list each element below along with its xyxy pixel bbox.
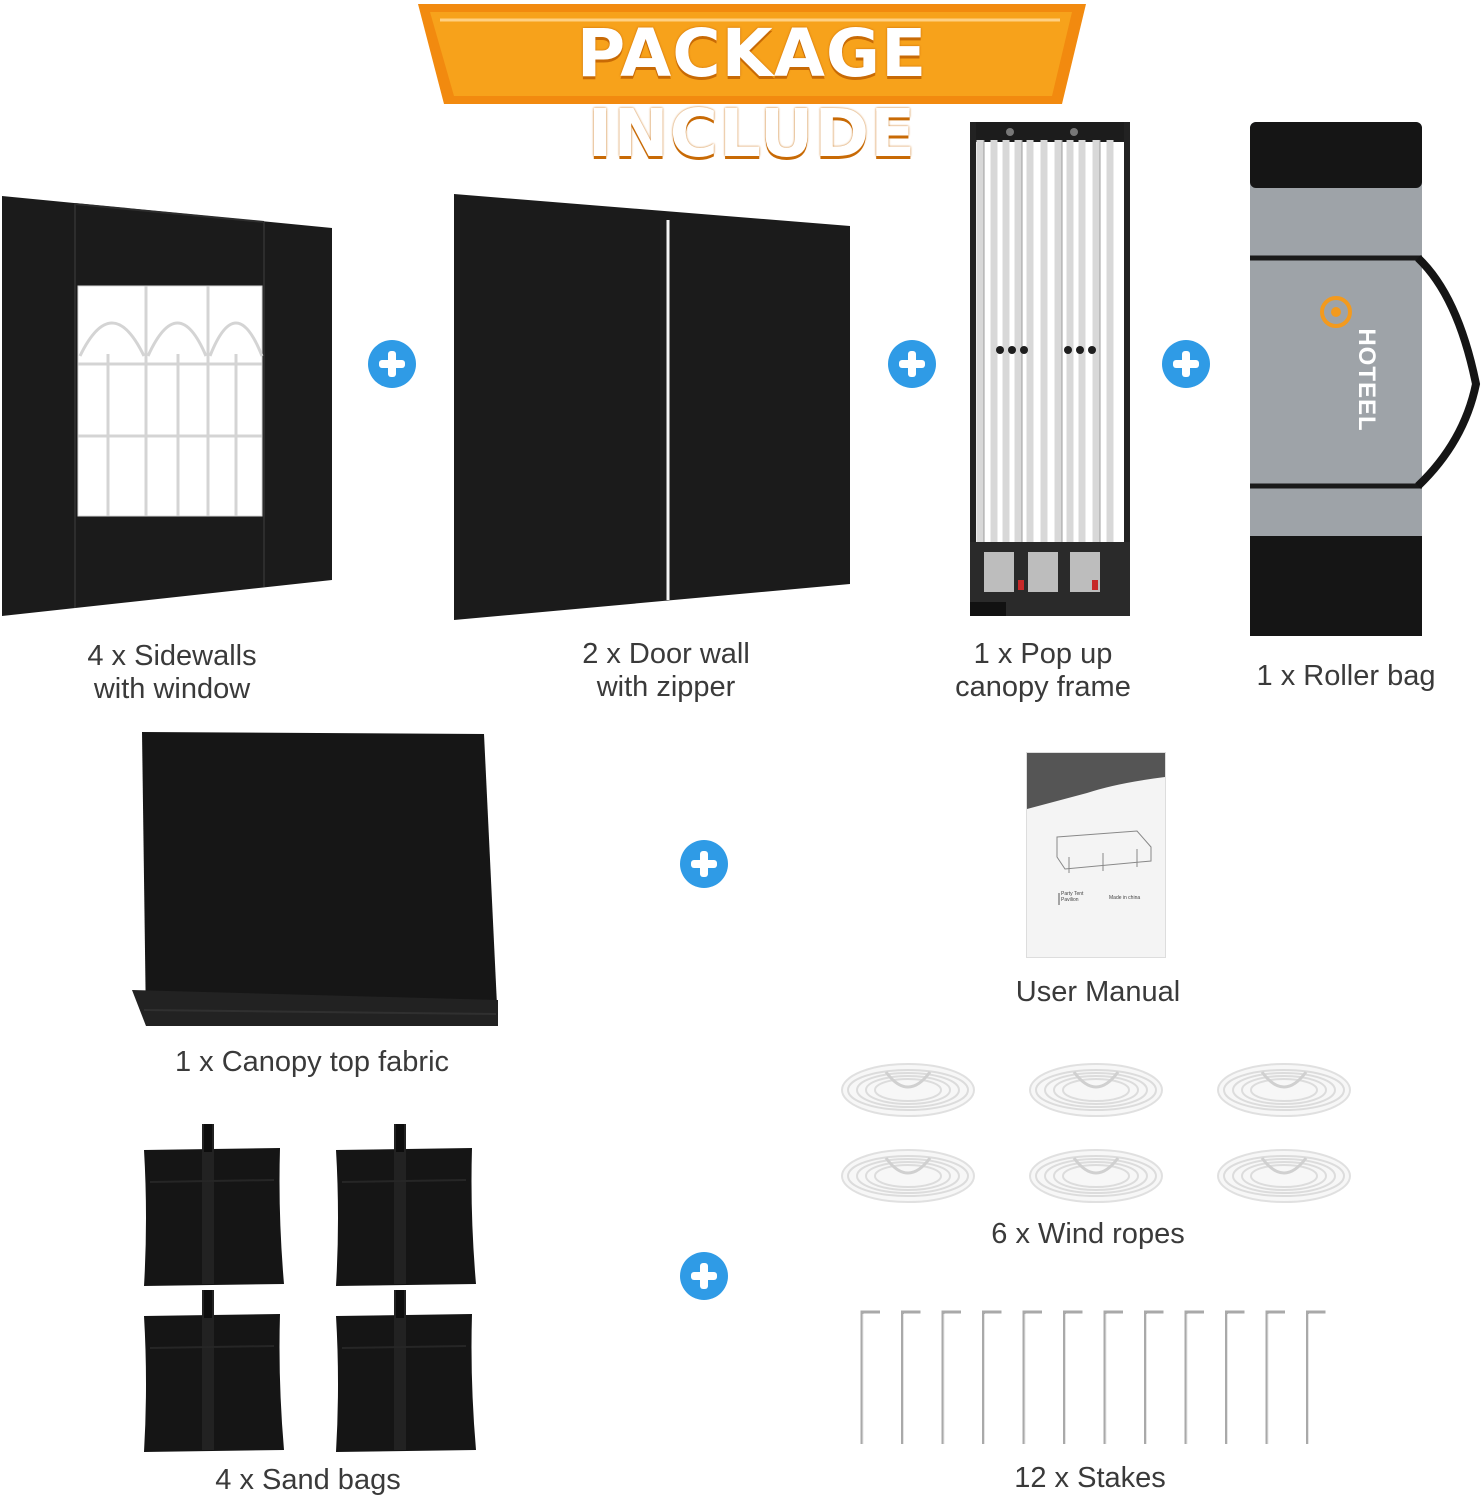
sand-bag-icon [144,1290,284,1452]
roller-bag-brand: HOTEEL [1353,328,1380,432]
stakes-label: 12 x Stakes [1014,1462,1166,1494]
canopy-fabric-icon [132,732,498,1026]
stakes-group [860,1310,1326,1444]
wind-rope-icon [1029,1149,1163,1203]
plus-icon [1162,340,1210,388]
stake-icon [901,1310,921,1444]
stake-icon [941,1310,961,1444]
sidewalls-label: 4 x Sidewalls with window [87,640,257,705]
banner-shape [418,4,1086,104]
stake-icon [982,1310,1002,1444]
banner-title: PACKAGE INCLUDE [576,15,928,172]
wind-rope-icon [841,1063,975,1117]
roller-bag-label: 1 x Roller bag [1256,660,1436,692]
wind-ropes-label: 6 x Wind ropes [991,1218,1185,1250]
plus-icon [680,840,728,888]
plus-icon [888,340,936,388]
door-wall-icon [454,194,850,620]
door-wall-label: 2 x Door wall with zipper [582,638,750,703]
stake-icon [860,1310,880,1444]
manual-title-text: Party Tent Pavilion [1061,891,1084,903]
stake-icon [1022,1310,1042,1444]
user-manual-icon: Party Tent Pavilion Made in china [1026,752,1166,958]
manual-origin-text: Made in china [1109,895,1141,901]
sidewall-with-window-icon [2,196,332,616]
manual-cover-art [1027,753,1165,905]
canopy-fabric-label: 1 x Canopy top fabric [174,1046,450,1078]
user-manual-label: User Manual [1015,976,1181,1008]
stake-icon [1184,1310,1204,1444]
plus-icon [680,1252,728,1300]
stake-icon [1063,1310,1083,1444]
wind-rope-icon [1217,1063,1351,1117]
stake-icon [1225,1310,1245,1444]
stake-icon [1265,1310,1285,1444]
stake-icon [1144,1310,1164,1444]
wind-rope-icon [1029,1063,1163,1117]
sand-bags-label: 4 x Sand bags [215,1464,401,1496]
stake-icon [1306,1310,1326,1444]
wind-rope-icon [841,1149,975,1203]
stake-icon [1103,1310,1123,1444]
roller-bag-icon [1250,122,1481,636]
sand-bag-icon [336,1290,476,1452]
sand-bags-group [144,1124,476,1452]
canopy-frame-label: 1 x Pop up canopy frame [955,638,1131,703]
wind-rope-icon [1217,1149,1351,1203]
plus-icon [368,340,416,388]
sand-bag-icon [144,1124,284,1286]
canopy-frame-icon [970,122,1130,616]
sand-bag-icon [336,1124,476,1286]
wind-ropes-group [841,1063,1351,1203]
